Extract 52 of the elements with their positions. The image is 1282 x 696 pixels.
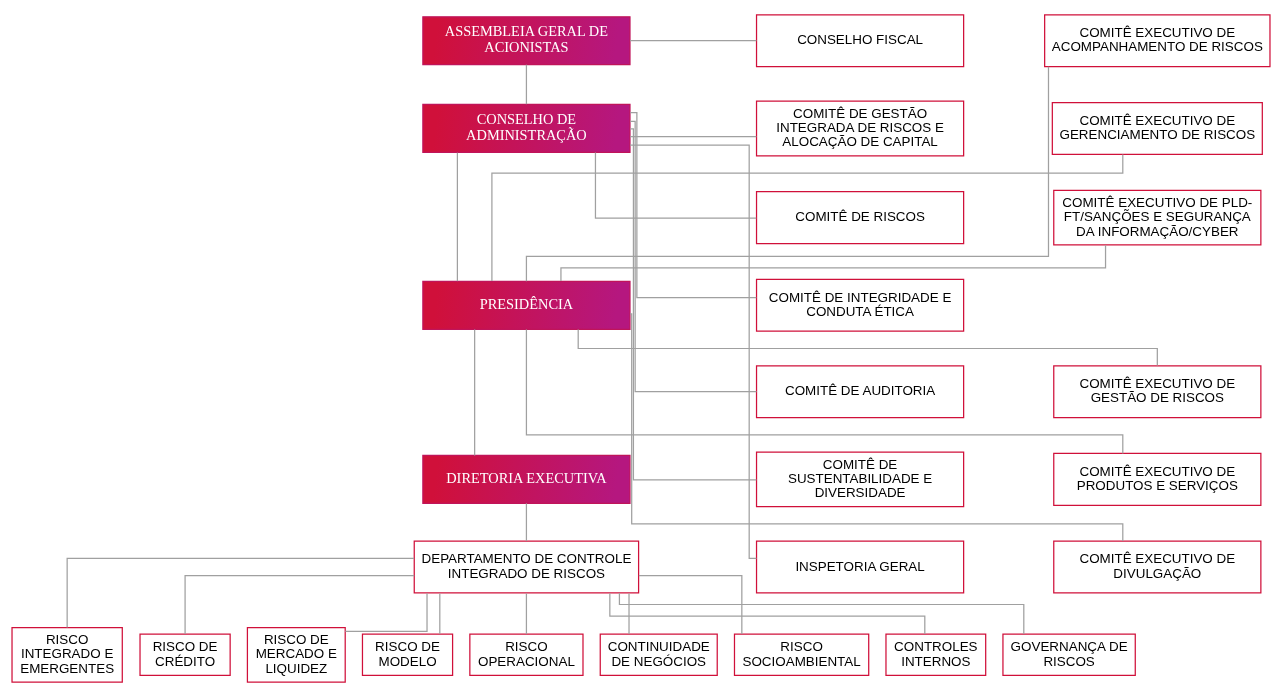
node-box: COMITÊ EXECUTIVO DE GERENCIAMENTO DE RISCOS <box>1051 101 1263 155</box>
connector <box>594 151 757 219</box>
connector <box>618 591 1025 635</box>
connector <box>629 312 1124 542</box>
node-box: RISCO DE CRÉDITO <box>139 633 231 676</box>
node-box: COMITÊ EXECUTIVO DE GESTÃO DE RISCOS <box>1053 364 1262 418</box>
node-box: COMITÊ EXECUTIVO DE DIVULGAÇÃO <box>1053 540 1262 594</box>
node-box: GOVERNANÇA DE RISCOS <box>1002 633 1136 676</box>
node-box: DEPARTAMENTO DE CONTROLE INTEGRADO DE RISCOS <box>413 540 640 594</box>
connector <box>525 65 1050 282</box>
node-box: COMITÊ EXECUTIVO DE ACOMPANHAMENTO DE RISCOS <box>1044 13 1271 67</box>
connector <box>439 592 441 635</box>
node-box: CONTINUIDADE DE NEGÓCIOS <box>599 633 718 676</box>
node-box: RISCO INTEGRADO E EMERGENTES <box>11 626 123 683</box>
connector <box>184 574 415 635</box>
node-box: COMITÊ EXECUTIVO DE PLD-FT/SANÇÕES E SEGURANÇA DA INFORMAÇÃO/CYBER <box>1053 189 1262 246</box>
node-box: COMITÊ DE GESTÃO INTEGRADA DE RISCOS E ALOCAÇÃO DE CAPITAL <box>755 100 965 156</box>
connector <box>474 328 476 456</box>
node-box: DIRETORIA EXECUTIVA <box>422 454 631 504</box>
node-box: PRESIDÊNCIA <box>422 280 631 330</box>
connector <box>629 111 757 298</box>
connector <box>491 153 1124 282</box>
node-box: RISCO SOCIOAMBIENTAL <box>733 633 870 676</box>
node-box: RISCO DE MERCADO E LIQUIDEZ <box>246 626 346 683</box>
connector <box>629 127 757 480</box>
node-box: CONTROLES INTERNOS <box>885 633 987 676</box>
connector <box>629 144 758 559</box>
connector <box>560 244 1107 282</box>
connector <box>525 328 1124 454</box>
connector <box>525 592 528 635</box>
node-box: COMITÊ DE SUSTENTABILIDADE E DIVERSIDADE <box>755 450 965 507</box>
node-box: COMITÊ DE AUDITORIA <box>755 364 965 418</box>
node-box: ASSEMBLEIA GERAL DE ACIONISTAS <box>422 15 631 65</box>
node-box: CONSELHO DE ADMINISTRAÇÃO <box>422 103 631 153</box>
node-box: COMITÊ DE RISCOS <box>755 190 965 244</box>
node-box: CONSELHO FISCAL <box>755 13 965 67</box>
connector <box>66 557 415 628</box>
connector <box>525 63 528 105</box>
connector <box>525 502 528 542</box>
connector <box>344 592 428 632</box>
connector <box>629 135 758 137</box>
connector <box>456 151 458 282</box>
node-box: RISCO DE MODELO <box>361 633 454 676</box>
connector <box>629 120 758 392</box>
connector <box>628 592 630 635</box>
connector <box>609 592 926 635</box>
node-box: COMITÊ EXECUTIVO DE PRODUTOS E SERVIÇOS <box>1053 452 1262 506</box>
node-box: INSPETORIA GERAL <box>755 540 965 594</box>
connector <box>629 39 758 41</box>
node-box: RISCO OPERACIONAL <box>469 633 584 676</box>
node-box: COMITÊ DE INTEGRIDADE E CONDUTA ÉTICA <box>755 278 965 332</box>
connector <box>638 574 743 635</box>
